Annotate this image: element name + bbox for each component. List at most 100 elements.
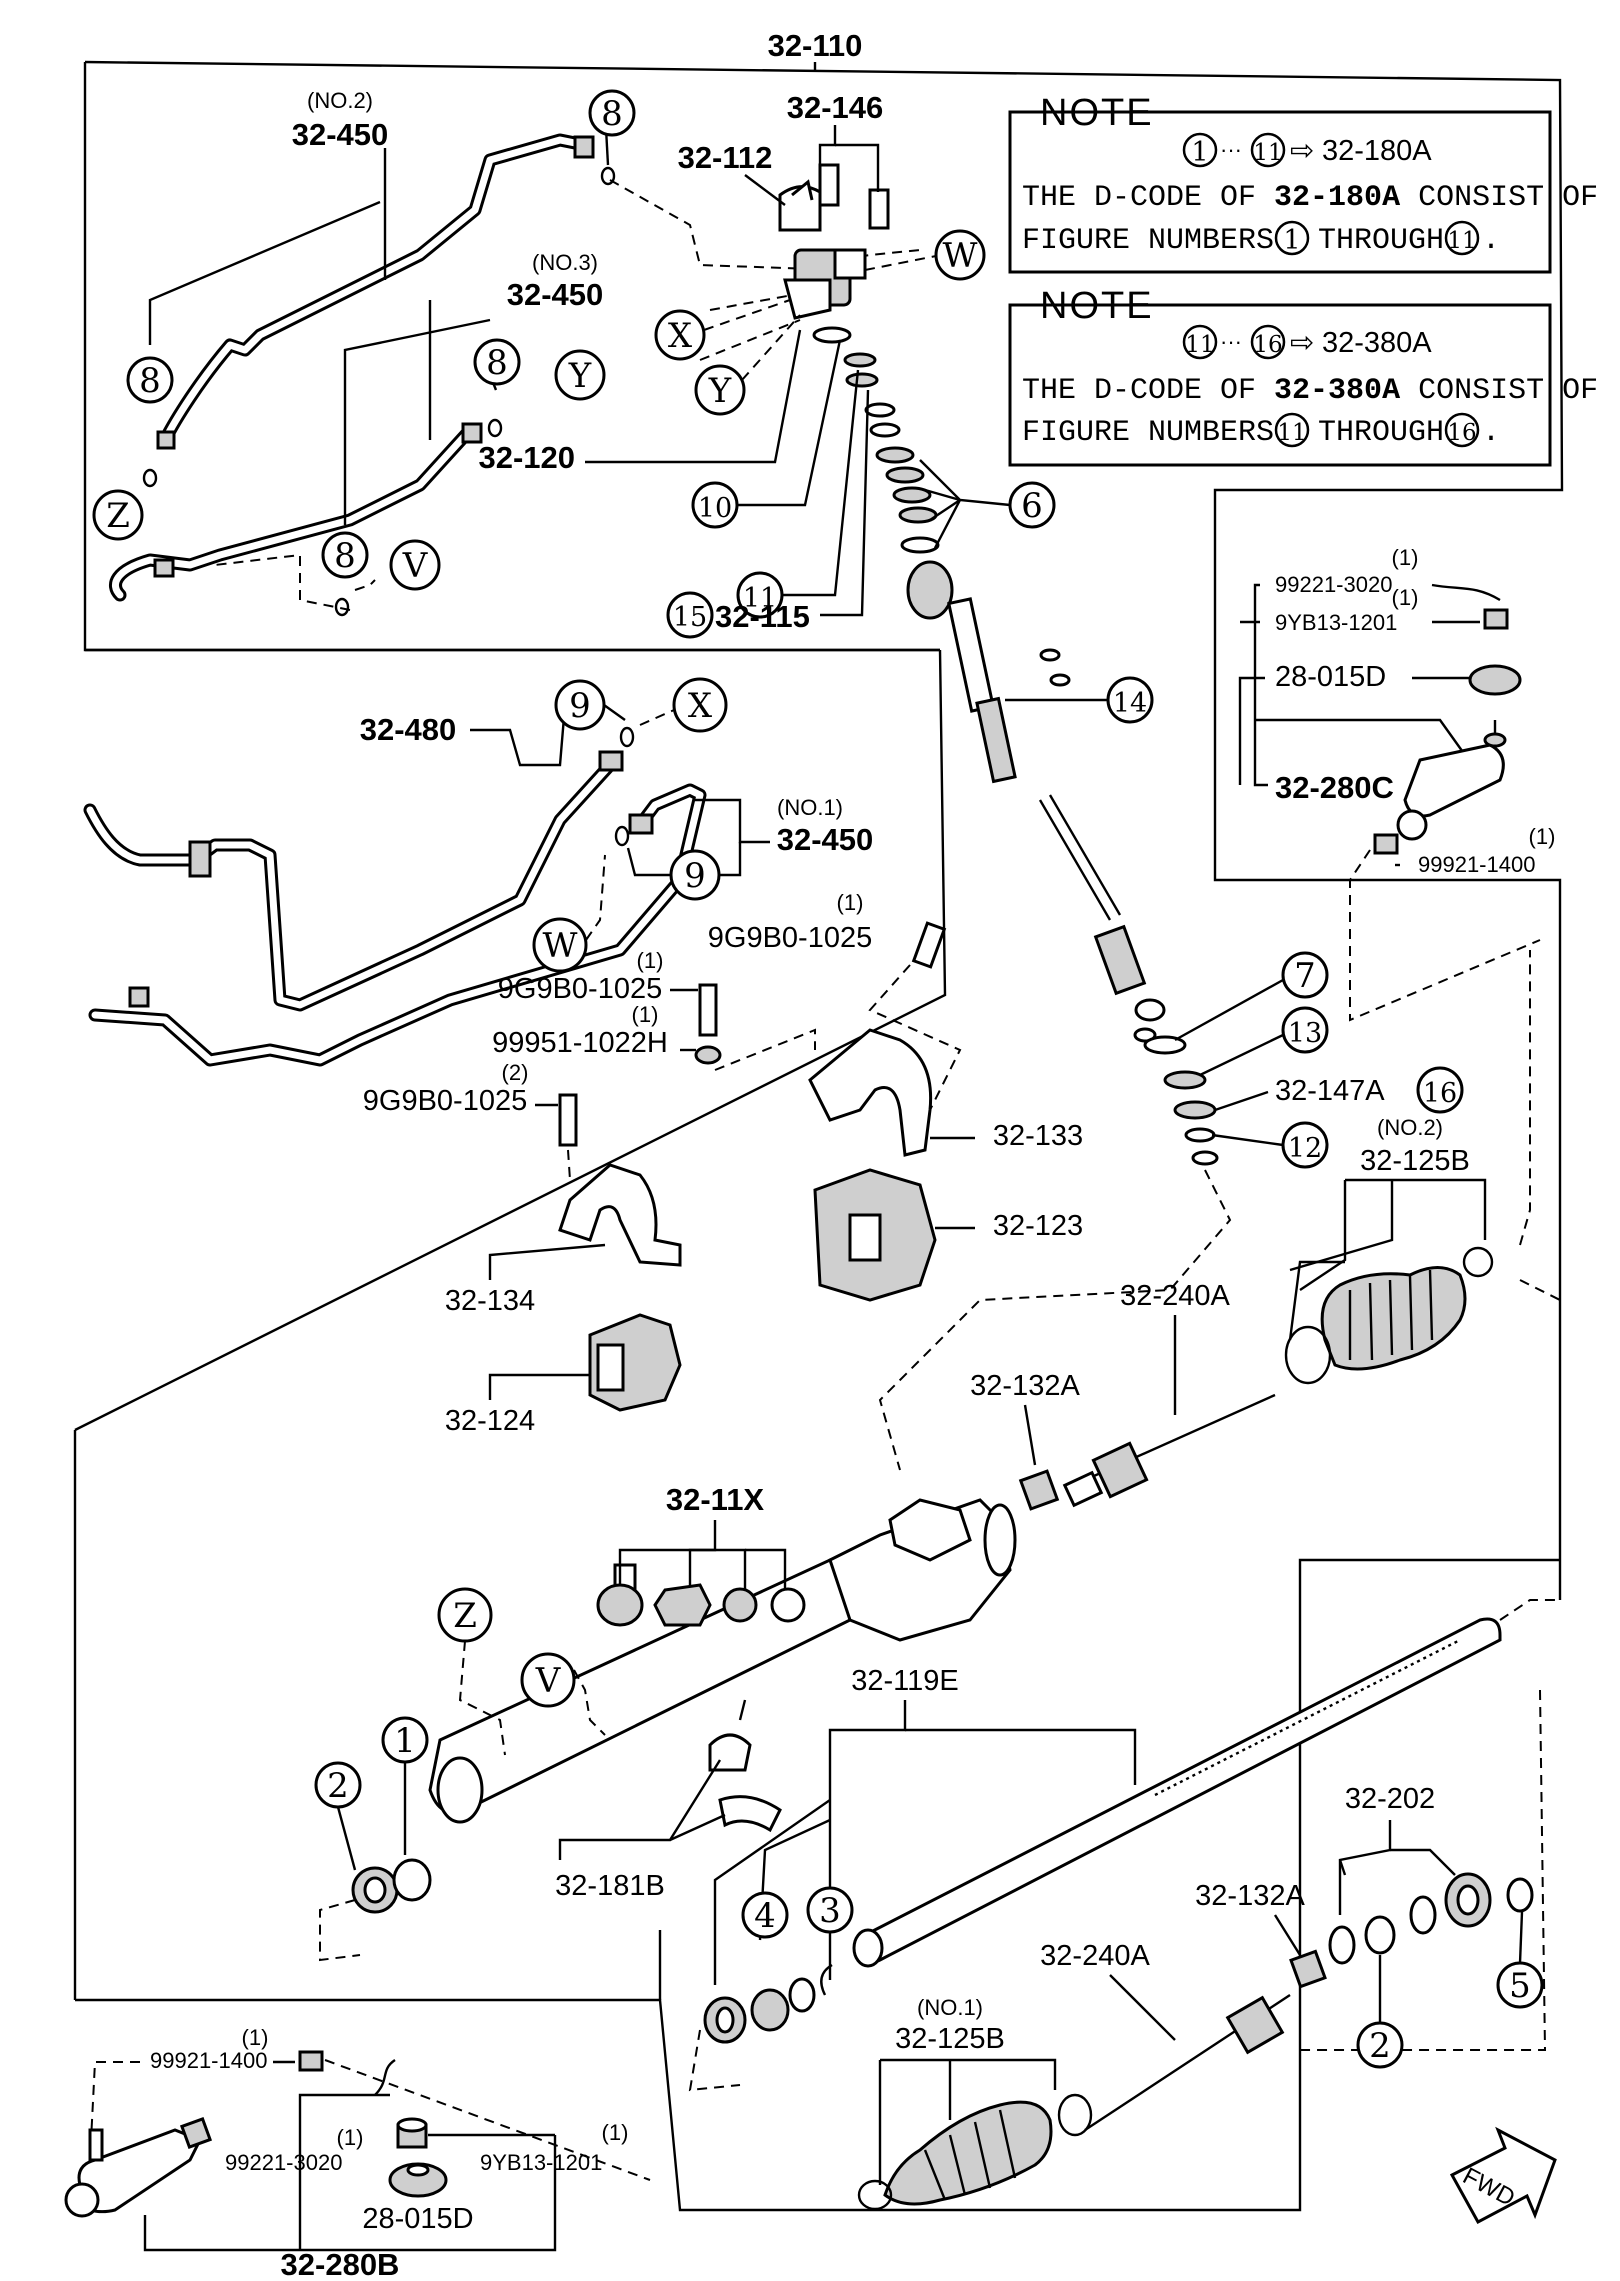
seal-kit-icon <box>596 1583 806 1627</box>
callout-15: 15 <box>673 602 707 633</box>
bolt-icon <box>558 921 947 1147</box>
inset-right-q1-c: (1) <box>1529 824 1556 849</box>
boot-icon <box>1320 1266 1467 1371</box>
callout-8-a: 8 <box>601 94 623 134</box>
inset-left-q1-b: (1) <box>337 2125 364 2150</box>
callout-v: V <box>402 546 429 586</box>
callout-13: 13 <box>1288 1018 1322 1049</box>
label-9g9b0-b: 9G9B0-1025 <box>498 973 662 1005</box>
stopper-icon <box>1018 1469 1060 1511</box>
tie-rod-end-inset-left: (1) 99921-1400 (1) 99221-3020 (1) 9YB13-… <box>64 2025 651 2252</box>
note-1-heading: NOTE <box>1040 92 1154 134</box>
frame-lines <box>73 60 1564 2212</box>
inset-left-99921: 99921-1400 <box>150 2048 267 2073</box>
label-32-450-c: 32-450 <box>777 822 874 857</box>
label-32-124: 32-124 <box>445 1405 535 1437</box>
note-2-line3-n2: 16 <box>1447 420 1476 446</box>
gear-housing-icon <box>778 179 867 320</box>
note-1-target: 32-180A <box>1322 135 1432 167</box>
note-1-line3-mid: THROUGH <box>1318 224 1444 258</box>
label-no2-b: (NO.2) <box>1377 1115 1443 1140</box>
label-no3: (NO.3) <box>532 250 598 275</box>
label-32-125b-b: 32-125B <box>895 2023 1005 2055</box>
clamp-icon <box>1284 1246 1494 1385</box>
callout-2-b: 2 <box>1369 2026 1391 2066</box>
seal-stack-icon <box>812 326 954 620</box>
callout-8-c: 8 <box>486 343 508 383</box>
callout-y-top: Y <box>708 371 732 411</box>
inset-right-99221: 99221-3020 <box>1275 572 1392 597</box>
callout-x-b: X <box>688 686 713 726</box>
note-2-line3-n1: 11 <box>1277 420 1306 446</box>
label-q1-a: (1) <box>837 890 864 915</box>
label-32-240a-a: 32-240A <box>1120 1280 1230 1312</box>
callout-3: 3 <box>819 1891 841 1931</box>
label-32-280b: 32-280B <box>281 2247 400 2276</box>
label-32-11x: 32-11X <box>666 1482 765 1517</box>
callout-z-b: Z <box>453 1596 477 1636</box>
seal-icon <box>703 1963 833 2044</box>
callout-1: 1 <box>394 1721 416 1761</box>
note-2-ref-to: 16 <box>1253 332 1282 358</box>
gear-housing-icon-main <box>428 1498 1017 1824</box>
note-1-line2-b: CONSIST OF <box>1400 181 1598 215</box>
label-q1-c: (1) <box>632 1002 659 1027</box>
label-q2-a: (2) <box>502 1060 529 1085</box>
o-ring-icon <box>614 825 630 847</box>
label-32-240a-b: 32-240A <box>1040 1940 1150 1972</box>
label-32-132a-a: 32-132A <box>970 1370 1080 1402</box>
stopper-icon <box>1289 1949 1327 1989</box>
label-no1-b: (NO.1) <box>917 1995 983 2020</box>
label-32-480: 32-480 <box>360 712 457 747</box>
pipe-icon <box>109 133 595 602</box>
callout-8-d: 8 <box>334 536 356 576</box>
note-1: NOTE 1 ··· 11 ⇨ 32-180A THE D-CODE OF 32… <box>1008 92 1598 274</box>
note-2-heading: NOTE <box>1040 285 1154 327</box>
note-1-line3-n1: 1 <box>1283 225 1300 256</box>
inset-right-q1-b: (1) <box>1392 585 1419 610</box>
seal-right-group <box>1143 1035 1219 1166</box>
note-1-line2-a: THE D-CODE OF <box>1022 181 1274 215</box>
note-1-line3-a: FIGURE NUMBERS <box>1022 224 1274 258</box>
tie-rod-end-inset-right: (1) 99221-3020 (1) 9YB13-1201 28-015D 32… <box>1238 545 1556 1022</box>
callout-5: 5 <box>1509 1966 1531 2006</box>
callout-4: 4 <box>754 1896 776 1936</box>
callout-8-b: 8 <box>139 361 161 401</box>
inset-left-99221: 99221-3020 <box>225 2150 342 2175</box>
note-1-arrow: ⇨ <box>1290 135 1314 167</box>
callout-x: X <box>668 316 693 356</box>
label-32-115: 32-115 <box>715 599 810 634</box>
label-32-119e: 32-119E <box>851 1665 959 1697</box>
inset-left-q1-a: (1) <box>242 2025 269 2050</box>
callout-16: 16 <box>1423 1078 1457 1109</box>
label-32-134: 32-134 <box>445 1285 535 1317</box>
label-32-202: 32-202 <box>1345 1783 1435 1815</box>
callout-12: 12 <box>1288 1133 1322 1164</box>
label-32-181b: 32-181B <box>555 1870 665 1902</box>
callout-9-b: 9 <box>684 856 706 896</box>
pipe-icon-middle <box>83 750 707 1067</box>
label-32-112: 32-112 <box>678 140 773 175</box>
callout-10: 10 <box>698 493 732 524</box>
note-1-line2-code: 32-180A <box>1274 181 1400 215</box>
o-ring-icon <box>142 166 616 617</box>
label-32-133: 32-133 <box>993 1120 1083 1152</box>
label-32-110: 32-110 <box>768 28 863 63</box>
label-99951: 99951-1022H <box>492 1027 668 1059</box>
bushing-icon <box>588 1168 937 1412</box>
seal-icon <box>1328 1872 1534 1965</box>
inset-right-32-280c: 32-280C <box>1275 770 1394 805</box>
label-no1-a: (NO.1) <box>777 795 843 820</box>
label-32-147a: 32-147A <box>1275 1075 1385 1107</box>
callout-v-b: V <box>535 1661 562 1701</box>
pinion-shaft-icon <box>947 597 1166 1043</box>
label-no2-a: (NO.2) <box>307 88 373 113</box>
inset-right-9yb13: 9YB13-1201 <box>1275 610 1397 635</box>
callout-w: W <box>943 236 978 276</box>
inset-left-9yb13: 9YB13-1201 <box>480 2150 602 2175</box>
callout-w-b: W <box>543 926 578 966</box>
label-9g9b0-c: 9G9B0-1025 <box>363 1085 527 1117</box>
note-1-ref-to: 11 <box>1253 140 1282 166</box>
note-2-ellipsis: ··· <box>1220 329 1242 354</box>
